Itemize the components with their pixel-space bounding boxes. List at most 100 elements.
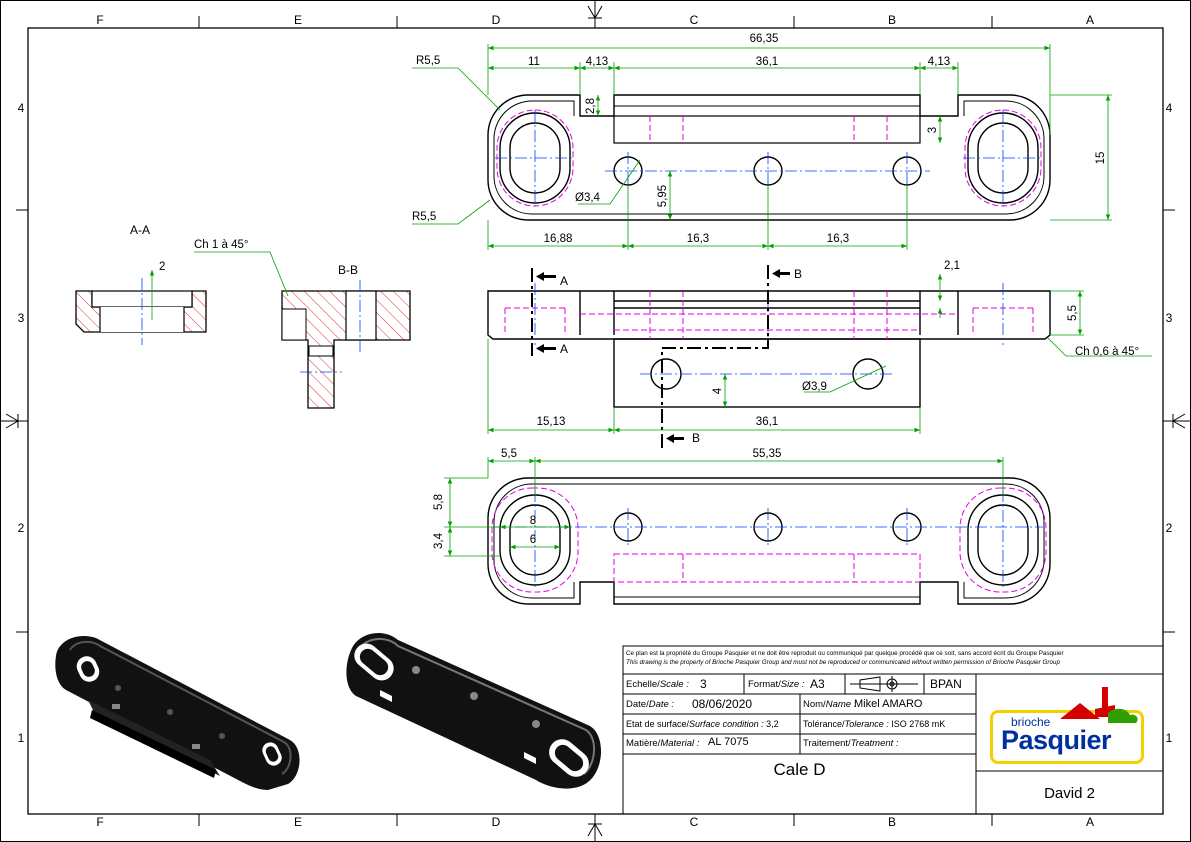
zone-col-b-top: B xyxy=(888,13,896,27)
part-name: Cale D xyxy=(773,760,826,779)
zone-row-1-left: 1 xyxy=(18,731,25,745)
zone-col-d-bottom: D xyxy=(492,815,501,829)
cut-a-top: A xyxy=(560,274,568,288)
pasquier-logo: brioche Pasquier xyxy=(990,687,1144,764)
dim-hole-x1: 16,88 xyxy=(544,233,573,245)
zone-row-2-right: 2 xyxy=(1166,521,1173,535)
top-view: 66,35 11 4,13 36,1 4,13 2,8 3 15 R5,5 R5… xyxy=(412,33,1112,250)
scale-label: Echelle/ xyxy=(626,679,660,690)
dim-front-length: 36,1 xyxy=(756,416,778,428)
cut-b-top: B xyxy=(794,267,802,281)
material-value: AL 7075 xyxy=(708,736,749,748)
date-label: Date/ xyxy=(626,699,649,710)
isometric-view-right xyxy=(346,633,602,789)
zone-col-f-top: F xyxy=(96,13,103,27)
dim-slot-depth: 2,8 xyxy=(585,98,597,114)
dim-bottom-slot-lower: 3,4 xyxy=(433,532,445,549)
company-code: BPAN xyxy=(930,677,962,691)
cut-b-bottom: B xyxy=(692,431,700,445)
logo-house-icon xyxy=(1060,687,1138,723)
surface-label-en: Surface condition : xyxy=(689,719,764,729)
title-block-grid xyxy=(622,645,1164,815)
format-field: Format/Size : xyxy=(748,679,805,690)
zone-col-a-top: A xyxy=(1086,13,1094,27)
logo-small-text: brioche xyxy=(1011,715,1051,729)
dim-hole-pitch2: 16,3 xyxy=(827,233,849,245)
dim-height: 15 xyxy=(1095,152,1107,165)
ownership-notice-fr: Ce plan est la propriété du Groupe Pasqu… xyxy=(626,650,1064,657)
zone-row-2-left: 2 xyxy=(18,521,25,535)
scale-value: 3 xyxy=(700,677,707,691)
tolerance-label-en: Tolerance : xyxy=(844,719,889,729)
dim-front-hole-y: 4 xyxy=(712,387,724,394)
dim-bottom-slot-outer: 8 xyxy=(530,515,536,527)
tolerance-field: Tolérance/Tolerance : ISO 2768 mK xyxy=(803,719,945,729)
dim-hole-y: 5,95 xyxy=(657,185,669,207)
date-field: Date/Date : xyxy=(626,699,674,710)
zone-col-d-top: D xyxy=(492,13,501,27)
bottom-view: 5,5 55,35 5,8 3,4 8 6 xyxy=(433,448,1051,605)
format-label-en: Size : xyxy=(780,679,805,690)
surface-value: 3,2 xyxy=(766,719,779,729)
treatment-label-en: Treatment : xyxy=(850,738,899,749)
surface-field: Etat de surface/Surface condition : 3,2 xyxy=(626,719,779,729)
dim-front-hole-dia: Ø3,9 xyxy=(802,381,827,393)
dim-left-gap: 11 xyxy=(528,56,540,68)
name-label: Nom/ xyxy=(803,699,826,710)
zone-row-3-left: 3 xyxy=(18,311,25,325)
tolerance-value: ISO 2768 mK xyxy=(891,719,946,729)
front-view: A A B B 2,1 5,5 Ch 0,6 à 45° 4 Ø3,9 15,1… xyxy=(487,260,1152,452)
dim-slot-offset-right: 4,13 xyxy=(928,56,950,68)
zone-col-a-bottom: A xyxy=(1086,815,1094,829)
dim-bottom-edge: 5,5 xyxy=(501,448,517,460)
projection-symbol-icon xyxy=(850,676,918,692)
date-value: 08/06/2020 xyxy=(692,697,753,711)
dim-bottom-pitch: 55,35 xyxy=(753,448,782,460)
dim-chamfer-front: Ch 0,6 à 45° xyxy=(1075,346,1139,358)
ownership-notice: Ce plan est la propriété du Groupe Pasqu… xyxy=(626,649,1160,667)
zone-row-3-right: 3 xyxy=(1166,311,1173,325)
cut-a-bottom: A xyxy=(560,342,568,356)
dim-slot-offset-left: 4,13 xyxy=(586,56,608,68)
material-field: Matière/Material : xyxy=(626,738,699,749)
drawing-reference: David 2 xyxy=(1044,785,1095,802)
name-value: Mikel AMARO xyxy=(854,698,923,710)
section-aa: A-A 2 xyxy=(75,223,207,345)
dim-hole-dia: Ø3,4 xyxy=(575,192,601,204)
dim-step: 3 xyxy=(927,127,939,133)
dim-front-left: 15,13 xyxy=(537,416,566,428)
zone-ticks xyxy=(16,16,1175,826)
surface-label: Etat de surface/ xyxy=(626,719,690,729)
zone-row-1-right: 1 xyxy=(1166,731,1173,745)
dim-overall: 66,35 xyxy=(750,33,779,45)
date-label-en: Date : xyxy=(648,699,675,710)
dim-groove: 2,1 xyxy=(944,260,960,272)
dim-bottom-slot-inner: 6 xyxy=(530,534,536,546)
zone-col-e-bottom: E xyxy=(294,815,302,829)
treatment-field: Traitement/Treatment : xyxy=(803,738,899,749)
material-label-en: Material : xyxy=(660,738,700,749)
scale-field: Echelle/Scale : xyxy=(626,679,689,690)
zone-col-b-bottom: B xyxy=(888,815,896,829)
dim-slot-length: 36,1 xyxy=(756,56,778,68)
scale-label-en: Scale : xyxy=(659,679,689,690)
dim-radius-bottom: R5,5 xyxy=(412,211,436,223)
dim-bottom-slot-half: 5,8 xyxy=(433,494,445,510)
format-value: A3 xyxy=(810,677,825,691)
dim-thickness: 5,5 xyxy=(1067,305,1079,321)
format-label: Format/ xyxy=(748,679,781,690)
section-bb-label: B-B xyxy=(338,263,358,277)
zone-col-f-bottom: F xyxy=(96,815,103,829)
zone-col-c-top: C xyxy=(690,13,699,27)
zone-row-4-right: 4 xyxy=(1166,101,1173,115)
dim-aa-depth: 2 xyxy=(159,261,165,273)
dim-hole-pitch1: 16,3 xyxy=(687,233,709,245)
zone-col-e-top: E xyxy=(294,13,302,27)
section-aa-label: A-A xyxy=(130,223,150,237)
logo-big-text: Pasquier xyxy=(1001,725,1112,755)
zone-row-4-left: 4 xyxy=(18,101,25,115)
zone-col-c-bottom: C xyxy=(690,815,699,829)
tolerance-label: Tolérance/ xyxy=(803,719,845,729)
